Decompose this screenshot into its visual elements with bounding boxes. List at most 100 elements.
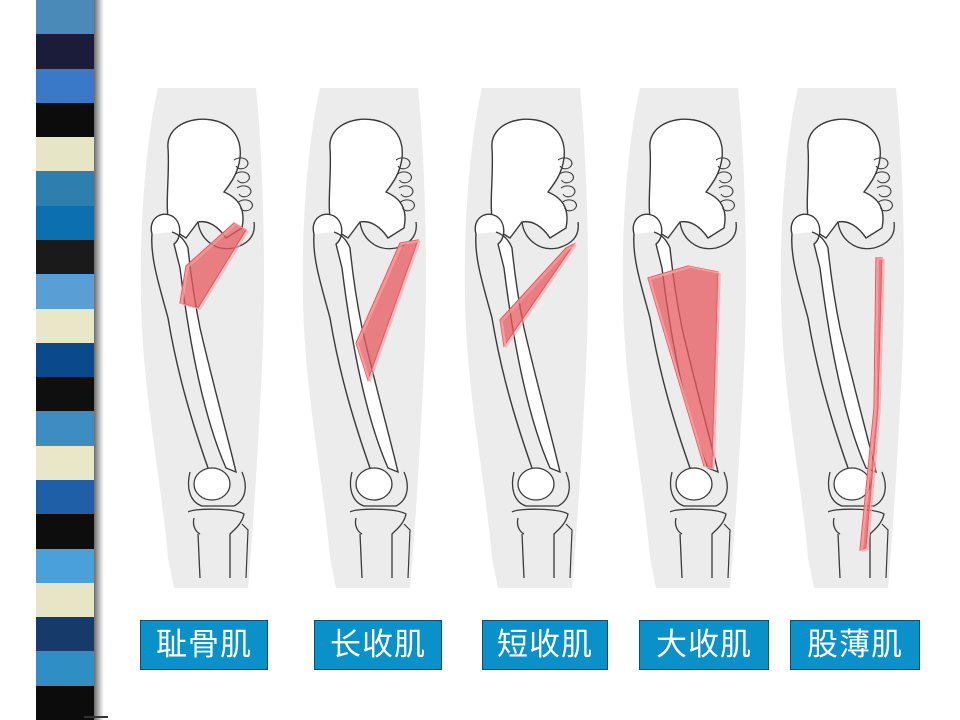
- pelvis-outline: [490, 118, 568, 239]
- tibia-outline: [511, 508, 569, 579]
- muscle-fibre: [180, 223, 247, 309]
- muscle-fibre: [502, 244, 578, 349]
- sacrum-curl: [233, 157, 249, 170]
- figure-gracilis: [778, 88, 908, 588]
- muscle-fibre: [648, 266, 719, 469]
- figure-adductor-brevis: [462, 88, 592, 588]
- sacrum-curl: [400, 199, 416, 212]
- sacrum-curl: [236, 185, 252, 198]
- patella-outline: [675, 467, 713, 501]
- muscle-shape: [859, 257, 883, 551]
- muscle-shape: [179, 222, 247, 309]
- muscle-fibre: [860, 258, 884, 552]
- sacrum-curl: [557, 157, 573, 170]
- label-adductor-longus: 长收肌: [314, 620, 442, 670]
- stripe-band: [36, 548, 94, 583]
- sacrum-curl: [715, 157, 731, 170]
- femur-lateral-edge: [791, 233, 849, 469]
- muscle-fibre: [860, 258, 883, 551]
- muscle-fibre: [182, 224, 249, 310]
- muscle-fibre: [861, 258, 885, 552]
- stripe-band: [36, 68, 94, 103]
- pectineus-muscle-icon: [140, 88, 264, 588]
- femur-condyles: [669, 471, 728, 507]
- stripe-band: [36, 102, 94, 138]
- muscle-shape: [647, 265, 719, 469]
- figure-adductor-longus: [300, 88, 430, 588]
- stripe-band: [36, 34, 94, 69]
- patella-outline: [517, 467, 555, 501]
- figure-pectineus: [138, 88, 268, 588]
- pubis-outline: [837, 221, 895, 250]
- sacrum-curl: [873, 157, 889, 170]
- muscle-fibre: [357, 240, 421, 382]
- stripe-band: [36, 239, 94, 275]
- decorative-side-stripe: [36, 0, 94, 720]
- stripe-band: [36, 514, 94, 549]
- femur-condyles: [187, 471, 246, 507]
- sacrum-curl: [560, 185, 576, 198]
- muscle-shape: [499, 242, 576, 348]
- stripe-band: [36, 582, 94, 618]
- stripe-band: [36, 342, 94, 378]
- sacrum-curl: [718, 185, 734, 198]
- sacrum-curl: [875, 171, 891, 184]
- muscle-fibre: [500, 244, 576, 348]
- adductor-brevis-muscle-icon: [464, 88, 588, 588]
- side-stripe-shadow: [94, 0, 104, 720]
- pubis-outline: [679, 221, 737, 250]
- stripe-band: [36, 274, 94, 309]
- stripe-band: [36, 308, 94, 343]
- stripe-band: [36, 137, 94, 172]
- label-adductor-magnus: 大收肌: [639, 620, 769, 670]
- sacrum-curl: [395, 157, 411, 170]
- figure-adductor-magnus: [620, 88, 750, 588]
- tibia-outline: [669, 508, 727, 579]
- sacrum-curl: [235, 171, 251, 184]
- muscle-fibre: [862, 259, 885, 552]
- femur-lateral-edge: [633, 233, 691, 469]
- stripe-band: [36, 617, 94, 652]
- label-pectineus: 耻骨肌: [140, 620, 268, 670]
- pelvis-outline: [166, 118, 244, 239]
- fibula-outline: [881, 523, 889, 579]
- sacrum-curl: [876, 185, 892, 198]
- patella-outline: [193, 467, 231, 501]
- patella-outline: [833, 467, 871, 501]
- femur-outline: [790, 213, 877, 474]
- adductor-magnus-muscle-icon: [622, 88, 746, 588]
- fibula-outline: [565, 523, 573, 579]
- muscle-fibre: [181, 223, 249, 310]
- divider-line: [84, 716, 108, 718]
- sacrum-curl: [238, 199, 254, 212]
- femur-condyles: [511, 471, 570, 507]
- stripe-band: [36, 411, 94, 446]
- stripe-band: [36, 445, 94, 480]
- muscle-fibre: [180, 223, 248, 310]
- pubis-outline: [359, 221, 417, 250]
- sacrum-curl: [398, 185, 414, 198]
- label-adductor-brevis: 短收肌: [482, 620, 608, 670]
- femur-lateral-edge: [313, 233, 371, 469]
- pubis-outline: [521, 221, 579, 250]
- adductor-longus-muscle-icon: [302, 88, 426, 588]
- pelvis-outline: [806, 118, 884, 239]
- sacrum-curl: [397, 171, 413, 184]
- muscle-fibre: [358, 241, 421, 383]
- sacrum-curl: [562, 199, 578, 212]
- pelvis-outline: [648, 118, 726, 239]
- stripe-band: [36, 0, 94, 35]
- muscle-fibre: [648, 266, 720, 470]
- stripe-band: [36, 685, 94, 720]
- muscle-fibre: [356, 240, 420, 382]
- sacrum-curl: [559, 171, 575, 184]
- sacrum-curl: [720, 199, 736, 212]
- muscle-fibre: [356, 240, 419, 382]
- muscle-fibre: [500, 243, 576, 348]
- femur-condyles: [349, 471, 408, 507]
- femur-outline: [150, 213, 237, 474]
- sacrum-curl: [717, 171, 733, 184]
- stripe-band: [36, 479, 94, 515]
- muscle-fibre: [650, 267, 721, 470]
- muscle-shape: [355, 239, 419, 382]
